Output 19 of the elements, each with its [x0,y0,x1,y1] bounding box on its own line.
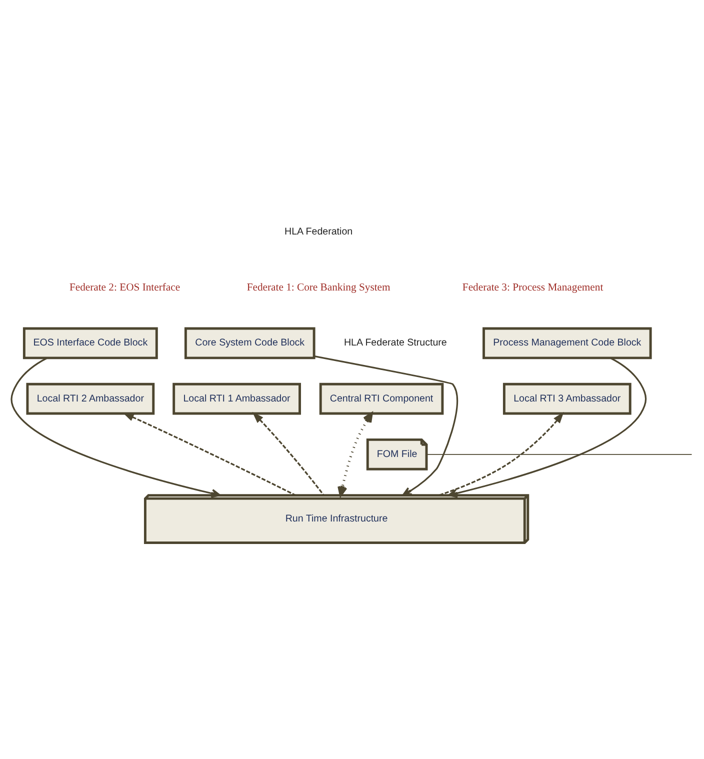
node-box: Core System Code Block [184,326,316,359]
node-box: Local RTI 1 Ambassador [172,382,301,414]
label: Federate 2: EOS Interface [69,282,180,293]
label: Federate 3: Process Management [462,282,604,293]
node-box: Local RTI 2 Ambassador [26,382,155,414]
node-box: Local RTI 3 Ambassador [502,382,632,414]
arrow [122,412,296,496]
arrow [438,411,564,496]
label: HLA Federation [284,226,353,238]
label: HLA Federate Structure [344,337,447,348]
node-box: EOS Interface Code Block [22,326,158,359]
arrow [448,356,647,498]
arrow [10,356,221,498]
node-box: Process Management Code Block [482,326,652,359]
arrow [338,412,373,496]
label: Federate 1: Core Banking System [246,282,390,293]
node-box: Central RTI Component [319,382,444,414]
arrow [252,411,324,496]
arrow [314,354,458,496]
